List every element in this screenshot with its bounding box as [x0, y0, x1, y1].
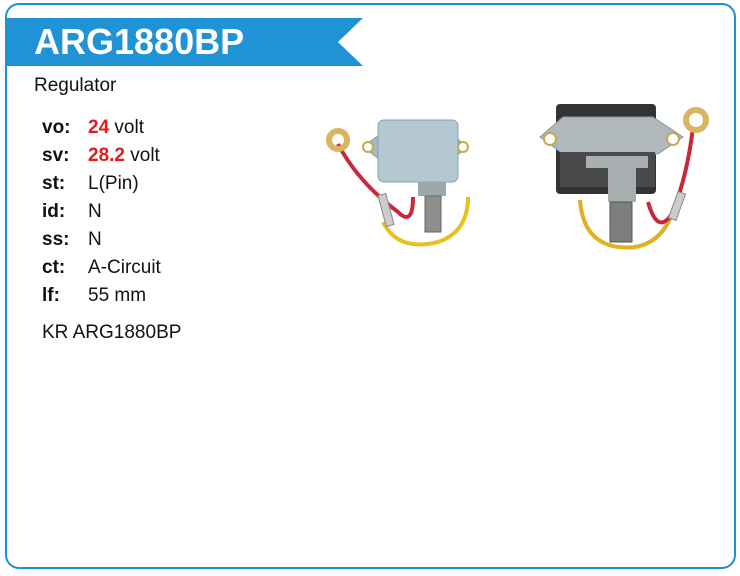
spec-label: id: [42, 201, 66, 222]
spec-highlight: 24 [88, 117, 110, 138]
spec-list: vo: 24 volt sv: 28.2 volt st: L(Pin) id: N s… [42, 115, 161, 311]
product-title: ARG1880BP [34, 21, 245, 62]
spec-label: ss: [42, 229, 70, 250]
spec-row-id: id: N [42, 199, 161, 227]
spec-value: L(Pin) [88, 173, 139, 194]
spec-label: sv: [42, 145, 70, 166]
spec-row-vo: vo: 24 volt [42, 115, 161, 143]
spec-label: ct: [42, 257, 66, 278]
title-banner: ARG1880BP [5, 18, 363, 66]
spec-row-sv: sv: 28.2 volt [42, 143, 161, 171]
cross-reference: KR ARG1880BP [42, 322, 182, 343]
spec-row-st: st: L(Pin) [42, 171, 161, 199]
product-type: Regulator [34, 75, 117, 96]
regulator-back-image [539, 104, 709, 250]
regulator-front-image [326, 119, 470, 247]
spec-value: N [88, 229, 102, 250]
spec-label: vo: [42, 117, 71, 138]
spec-value: A-Circuit [88, 257, 161, 278]
spec-row-ss: ss: N [42, 227, 161, 255]
spec-value: volt [114, 117, 144, 138]
spec-value: N [88, 201, 102, 222]
product-card [5, 3, 736, 569]
spec-row-ct: ct: A-Circuit [42, 255, 161, 283]
spec-value: volt [130, 145, 160, 166]
spec-value: 55 mm [88, 285, 147, 306]
spec-row-lf: lf: 55 mm [42, 283, 161, 311]
spec-label: lf: [42, 285, 60, 306]
product-photo [326, 104, 709, 250]
spec-label: st: [42, 173, 66, 194]
spec-highlight: 28.2 [88, 145, 125, 166]
